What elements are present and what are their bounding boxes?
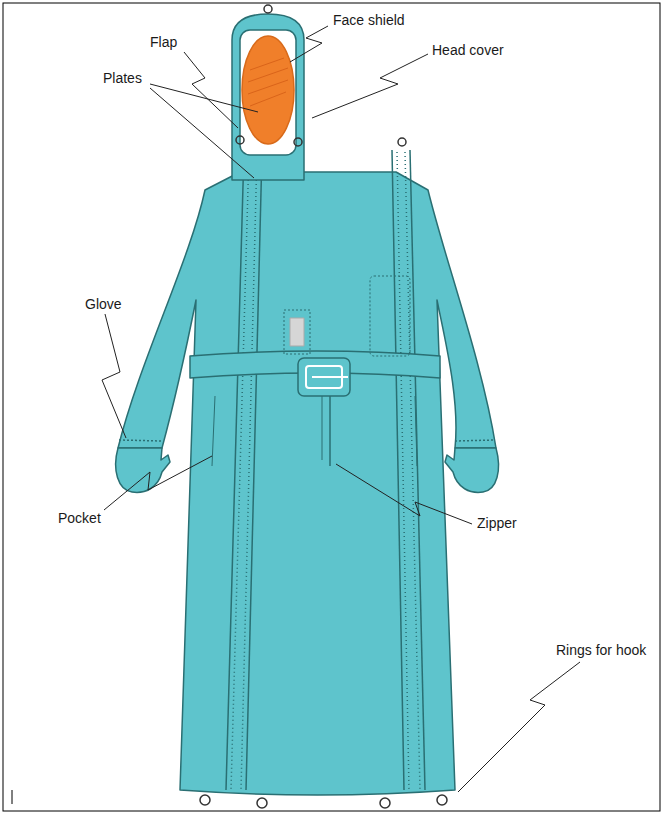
part-label: Flap <box>150 34 177 50</box>
part-label: Plates <box>103 70 142 86</box>
part-label: Pocket <box>58 510 101 526</box>
cursor-mark <box>12 790 13 804</box>
part-label: Rings for hook <box>556 642 646 658</box>
part-label: Zipper <box>477 515 517 531</box>
gown <box>116 5 499 808</box>
part-label: Glove <box>85 296 122 312</box>
leader-lines <box>102 26 580 792</box>
part-label: Face shield <box>333 12 405 28</box>
frame-border <box>3 3 660 811</box>
part-label: Head cover <box>432 42 504 58</box>
